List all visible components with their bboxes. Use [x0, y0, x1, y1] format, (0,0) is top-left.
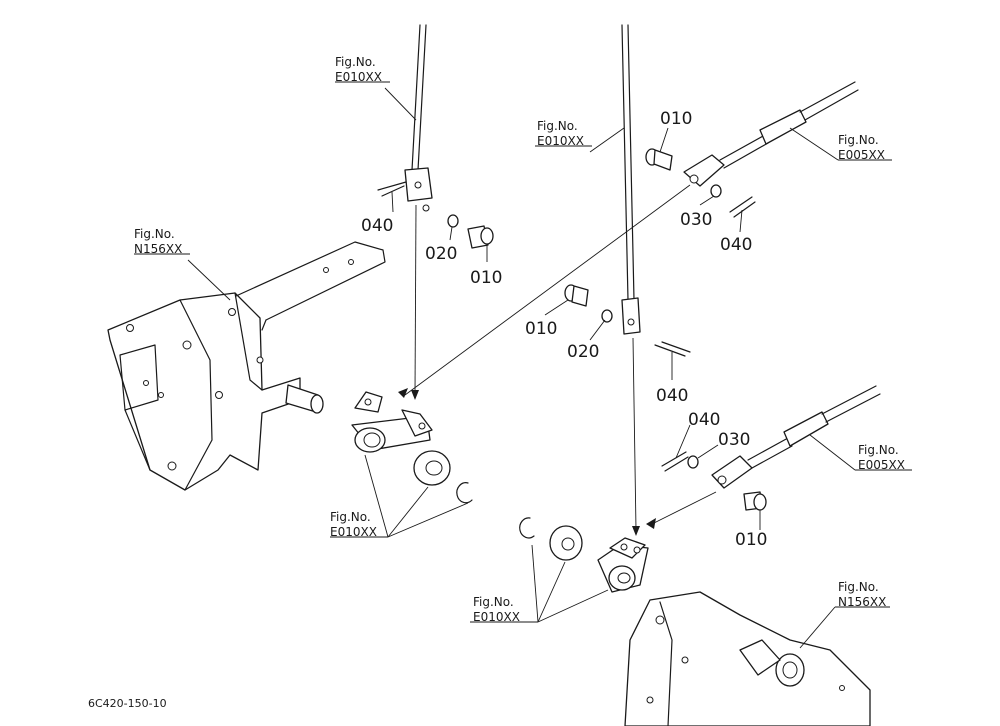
part-number: 010: [525, 319, 557, 339]
top-right-cable: [398, 81, 859, 398]
callout-fig-code: N156XX: [838, 595, 886, 609]
part-number: 040: [720, 235, 752, 255]
part-number: 010: [735, 530, 767, 550]
bottom-right-frame: [624, 591, 871, 726]
callout-fig-label: Fig.No.: [858, 443, 899, 457]
callout-fig-code: E010XX: [537, 134, 584, 148]
mid-right-cable: [646, 385, 881, 529]
bottom-pivot-lever: [519, 517, 649, 593]
part-number: 030: [718, 430, 750, 450]
part-number: 020: [425, 244, 457, 264]
callout-fig-label: Fig.No.: [838, 580, 879, 594]
callout-labels: Fig.No. E010XX Fig.No. E010XX Fig.No. E0…: [134, 55, 905, 624]
part-number: 010: [660, 109, 692, 129]
callout-fig-code: E010XX: [473, 610, 520, 624]
callout-fig-code: E010XX: [335, 70, 382, 84]
part-number: 040: [361, 216, 393, 236]
part-number: 020: [567, 342, 599, 362]
middle-rod: [564, 24, 691, 536]
callout-fig-label: Fig.No.: [134, 227, 175, 241]
part-number: 030: [680, 210, 712, 230]
left-pivot-lever: [351, 391, 473, 504]
callout-fig-label: Fig.No.: [537, 119, 578, 133]
callout-fig-label: Fig.No.: [473, 595, 514, 609]
callout-fig-code: E005XX: [858, 458, 905, 472]
callout-fig-code: E010XX: [330, 525, 377, 539]
part-number-labels: 040 020 010 010 030 040 010 020 040 040 …: [361, 109, 767, 550]
top-left-rod: [377, 24, 494, 400]
callout-fig-label: Fig.No.: [330, 510, 371, 524]
drawing-code: 6C420-150-10: [88, 697, 167, 710]
callout-fig-code: E005XX: [838, 148, 885, 162]
part-number: 040: [656, 386, 688, 406]
callout-fig-label: Fig.No.: [335, 55, 376, 69]
part-number: 010: [470, 268, 502, 288]
part-number: 040: [688, 410, 720, 430]
left-frame-bracket: [107, 241, 386, 491]
leader-lines: [134, 81, 912, 649]
callout-fig-label: Fig.No.: [838, 133, 879, 147]
callout-fig-code: N156XX: [134, 242, 182, 256]
